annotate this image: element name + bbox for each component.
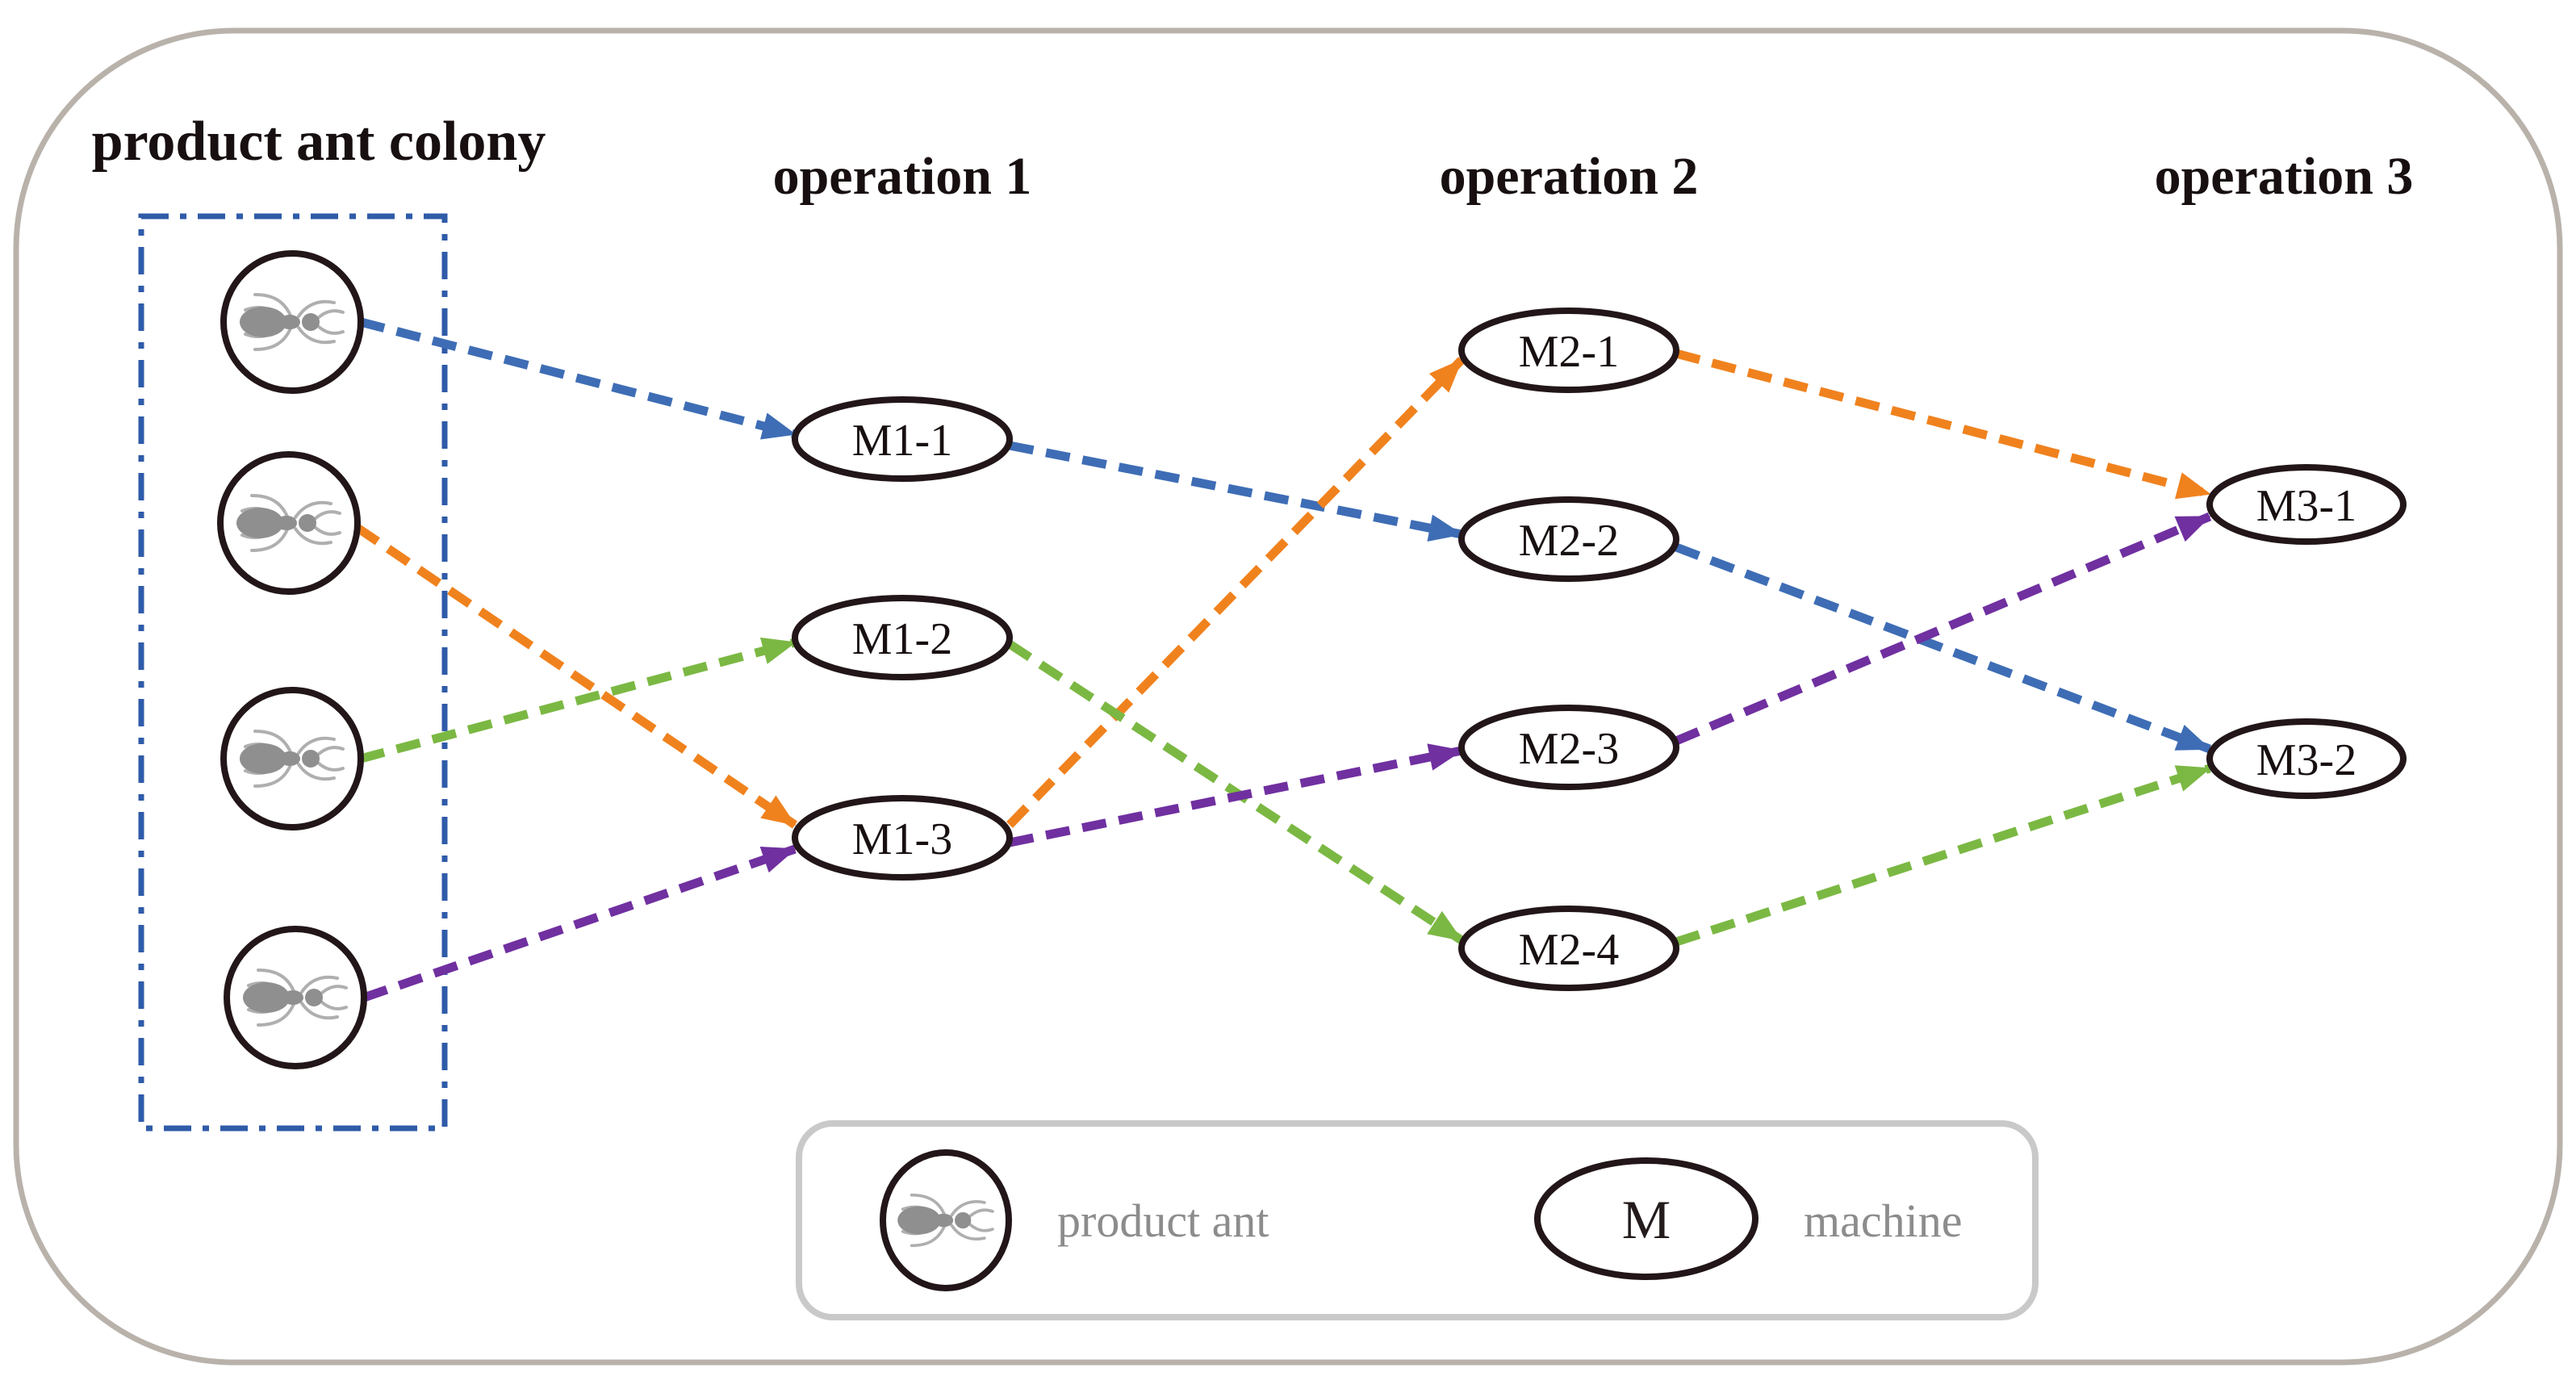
edge-ant-3-to-M1-2 <box>359 637 797 764</box>
colony-title: product ant colony <box>92 111 546 173</box>
legend-machine-ellipse <box>1534 1157 1758 1280</box>
product-ant-node-1 <box>220 250 364 394</box>
edge-M2-4-to-M3-2 <box>1675 764 2211 947</box>
machine-label: M2-3 <box>1519 724 1619 774</box>
machine-label: M3-2 <box>2256 735 2356 785</box>
machine-label: M2-4 <box>1519 925 1619 975</box>
legend-box <box>796 1120 2039 1320</box>
edge-M1-1-to-M2-2 <box>1008 441 1463 542</box>
outer-border <box>13 27 2563 1366</box>
machine-label: M2-1 <box>1519 327 1619 377</box>
machine-node-M3-2: M3-2 <box>2206 718 2407 799</box>
edge-ant-2-to-M1-3 <box>354 524 798 829</box>
machine-label: M1-3 <box>852 814 952 864</box>
machines-layer: M1-1M1-2M1-3 M2-1M2-2M2-3M2-4 M3-1M3-2 <box>792 308 2407 991</box>
machine-label: M1-2 <box>852 614 952 664</box>
legend-product-ant-label: product ant <box>1057 1194 1269 1247</box>
edges-layer <box>354 317 2212 1002</box>
edge-M2-2-to-M3-2 <box>1675 542 2211 754</box>
product-ant-node-2 <box>217 451 361 595</box>
machine-ellipse <box>1458 496 1679 582</box>
machine-node-M2-2: M2-2 <box>1458 496 1679 582</box>
machine-node-M2-4: M2-4 <box>1458 906 1679 991</box>
machine-ellipse <box>792 396 1013 482</box>
machine-label: M1-1 <box>852 416 952 466</box>
operation-1-label: operation 1 <box>773 147 1032 206</box>
edge-M1-3-to-M2-1 <box>1006 357 1465 828</box>
machine-node-M1-1: M1-1 <box>792 396 1013 482</box>
colony-box <box>138 213 448 1132</box>
machine-ellipse <box>1458 906 1679 991</box>
operation-2-label: operation 2 <box>1440 147 1699 206</box>
edge-ant-1-to-M1-1 <box>359 317 797 440</box>
machine-node-M1-2: M1-2 <box>792 595 1013 680</box>
product-ant-node-4 <box>224 926 367 1069</box>
machine-label: M2-2 <box>1519 516 1619 566</box>
machine-node-M1-3: M1-3 <box>792 795 1013 881</box>
product-ant-node-3 <box>220 687 364 830</box>
legend-machine-label: machine <box>1804 1194 1962 1247</box>
legend-machine-symbol: M <box>1622 1189 1671 1250</box>
machine-node-M2-1: M2-1 <box>1458 308 1679 393</box>
machine-ellipse <box>1458 308 1679 393</box>
operation-3-label: operation 3 <box>2155 147 2414 206</box>
edge-ant-4-to-M1-3 <box>362 844 797 1002</box>
legend: product ant M machine <box>796 1120 2039 1320</box>
machine-ellipse <box>1458 705 1679 790</box>
machine-label: M3-1 <box>2256 481 2356 531</box>
machine-ellipse <box>2206 464 2407 545</box>
machine-ellipse <box>792 595 1013 680</box>
machine-ellipse <box>792 795 1013 881</box>
machine-ellipse <box>2206 718 2407 799</box>
edge-M2-3-to-M3-1 <box>1674 512 2212 746</box>
machine-node-M3-1: M3-1 <box>2206 464 2407 545</box>
machine-node-M2-3: M2-3 <box>1458 705 1679 790</box>
edge-M1-3-to-M2-3 <box>1008 743 1463 847</box>
edge-M2-1-to-M3-1 <box>1675 349 2211 500</box>
ants-layer <box>217 250 367 1069</box>
